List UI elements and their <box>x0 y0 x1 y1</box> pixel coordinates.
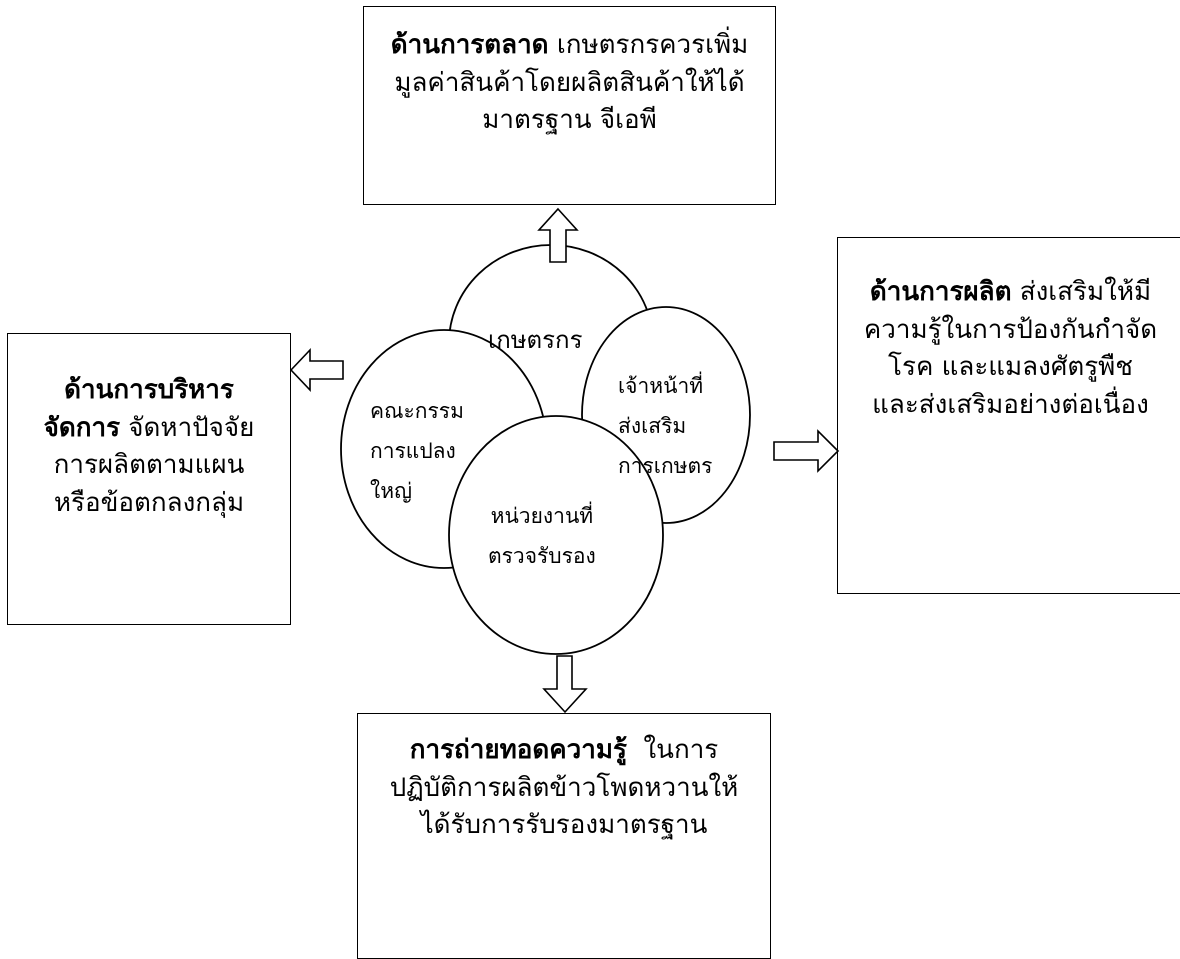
production-line3: โรค และแมลงศัตรูพืช <box>888 352 1133 383</box>
agency-circle <box>448 415 664 655</box>
arrow-up-icon <box>537 207 579 263</box>
production-line1: ส่งเสริมให้มี <box>1011 277 1152 307</box>
committee-label: คณะกรรม การแปลง ใหญ่ <box>370 392 464 512</box>
management-heading-2: จัดการ <box>43 412 121 443</box>
management-box: ด้านการบริหาร จัดการ จัดหาปัจจัย การผลิต… <box>7 333 291 625</box>
management-line3: การผลิตตามแผน <box>53 450 245 481</box>
production-heading: ด้านการผลิต <box>869 277 1012 307</box>
officer-label-line: การเกษตร <box>618 453 713 478</box>
management-text: ด้านการบริหาร จัดการ จัดหาปัจจัย การผลิต… <box>8 372 290 523</box>
production-box: ด้านการผลิต ส่งเสริมให้มี ความรู้ในการป้… <box>837 237 1180 594</box>
officer-label-line: ส่งเสริม <box>618 413 687 438</box>
committee-label-line: ใหญ่ <box>370 478 412 503</box>
committee-label-line: การแปลง <box>370 438 456 463</box>
management-line2: จัดหาปัจจัย <box>120 412 255 443</box>
arrow-right-icon <box>773 429 840 473</box>
knowledge-transfer-line2: ปฏิบัติการผลิตข้าวโพดหวานให้ <box>389 772 739 803</box>
marketing-line2: มูลค่าสินค้าโดยผลิตสินค้าให้ได้ <box>394 67 745 98</box>
arrow-down-icon <box>542 655 588 714</box>
knowledge-transfer-line3: ได้รับการรับรองมาตรฐาน <box>420 810 708 841</box>
management-heading: ด้านการบริหาร <box>64 375 234 405</box>
knowledge-transfer-heading: การถ่ายทอดความรู้ <box>409 735 627 765</box>
production-line4: และส่งเสริมอย่างต่อเนื่อง <box>872 390 1149 421</box>
knowledge-transfer-line1: ในการ <box>626 735 719 765</box>
marketing-line1: เกษตรกรควรเพิ่ม <box>548 30 749 60</box>
agency-label: หน่วยงานที่ ตรวจรับรอง <box>488 497 596 577</box>
production-line2: ความรู้ในการป้องกันกำจัด <box>863 314 1158 345</box>
agency-label-line: ตรวจรับรอง <box>488 543 596 568</box>
committee-label-line: คณะกรรม <box>370 399 464 423</box>
arrow-left-icon <box>289 347 344 393</box>
marketing-text: ด้านการตลาด เกษตรกรควรเพิ่ม มูลค่าสินค้า… <box>364 27 775 140</box>
marketing-heading: ด้านการตลาด <box>390 30 549 60</box>
knowledge-transfer-box: การถ่ายทอดความรู้ ในการ ปฏิบัติการผลิตข้… <box>357 713 771 959</box>
marketing-box: ด้านการตลาด เกษตรกรควรเพิ่ม มูลค่าสินค้า… <box>363 6 776 205</box>
farmer-label: เกษตรกร <box>488 326 583 354</box>
officer-label-line: เจ้าหน้าที่ <box>618 374 704 398</box>
knowledge-transfer-text: การถ่ายทอดความรู้ ในการ ปฏิบัติการผลิตข้… <box>358 732 770 845</box>
marketing-line3: มาตรฐาน จีเอพี <box>482 105 657 136</box>
management-line4: หรือข้อตกลงกลุ่ม <box>53 488 245 519</box>
agency-label-line: หน่วยงานที่ <box>490 504 594 528</box>
officer-label: เจ้าหน้าที่ ส่งเสริม การเกษตร <box>618 367 712 487</box>
production-text: ด้านการผลิต ส่งเสริมให้มี ความรู้ในการป้… <box>838 274 1180 425</box>
